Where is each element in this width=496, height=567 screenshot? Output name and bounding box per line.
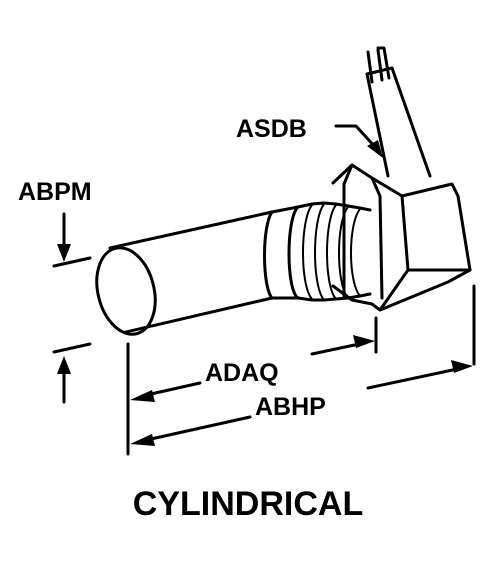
asdb-leader — [334, 124, 383, 158]
adaq-label: ADAQ — [205, 359, 279, 387]
adaq-dimension — [130, 335, 375, 402]
threaded-section — [263, 201, 372, 302]
asdb-label: ASDB — [236, 115, 307, 143]
abpm-dimension — [52, 212, 92, 404]
abhp-label: ABHP — [255, 393, 326, 421]
abhp-dimension — [130, 360, 473, 446]
extension-lines — [126, 284, 476, 456]
cable — [365, 46, 432, 178]
hex-nut — [331, 163, 472, 312]
abpm-label: ABPM — [18, 178, 92, 206]
figure-caption: CYLINDRICAL — [133, 485, 363, 523]
cylindrical-probe — [95, 210, 274, 336]
